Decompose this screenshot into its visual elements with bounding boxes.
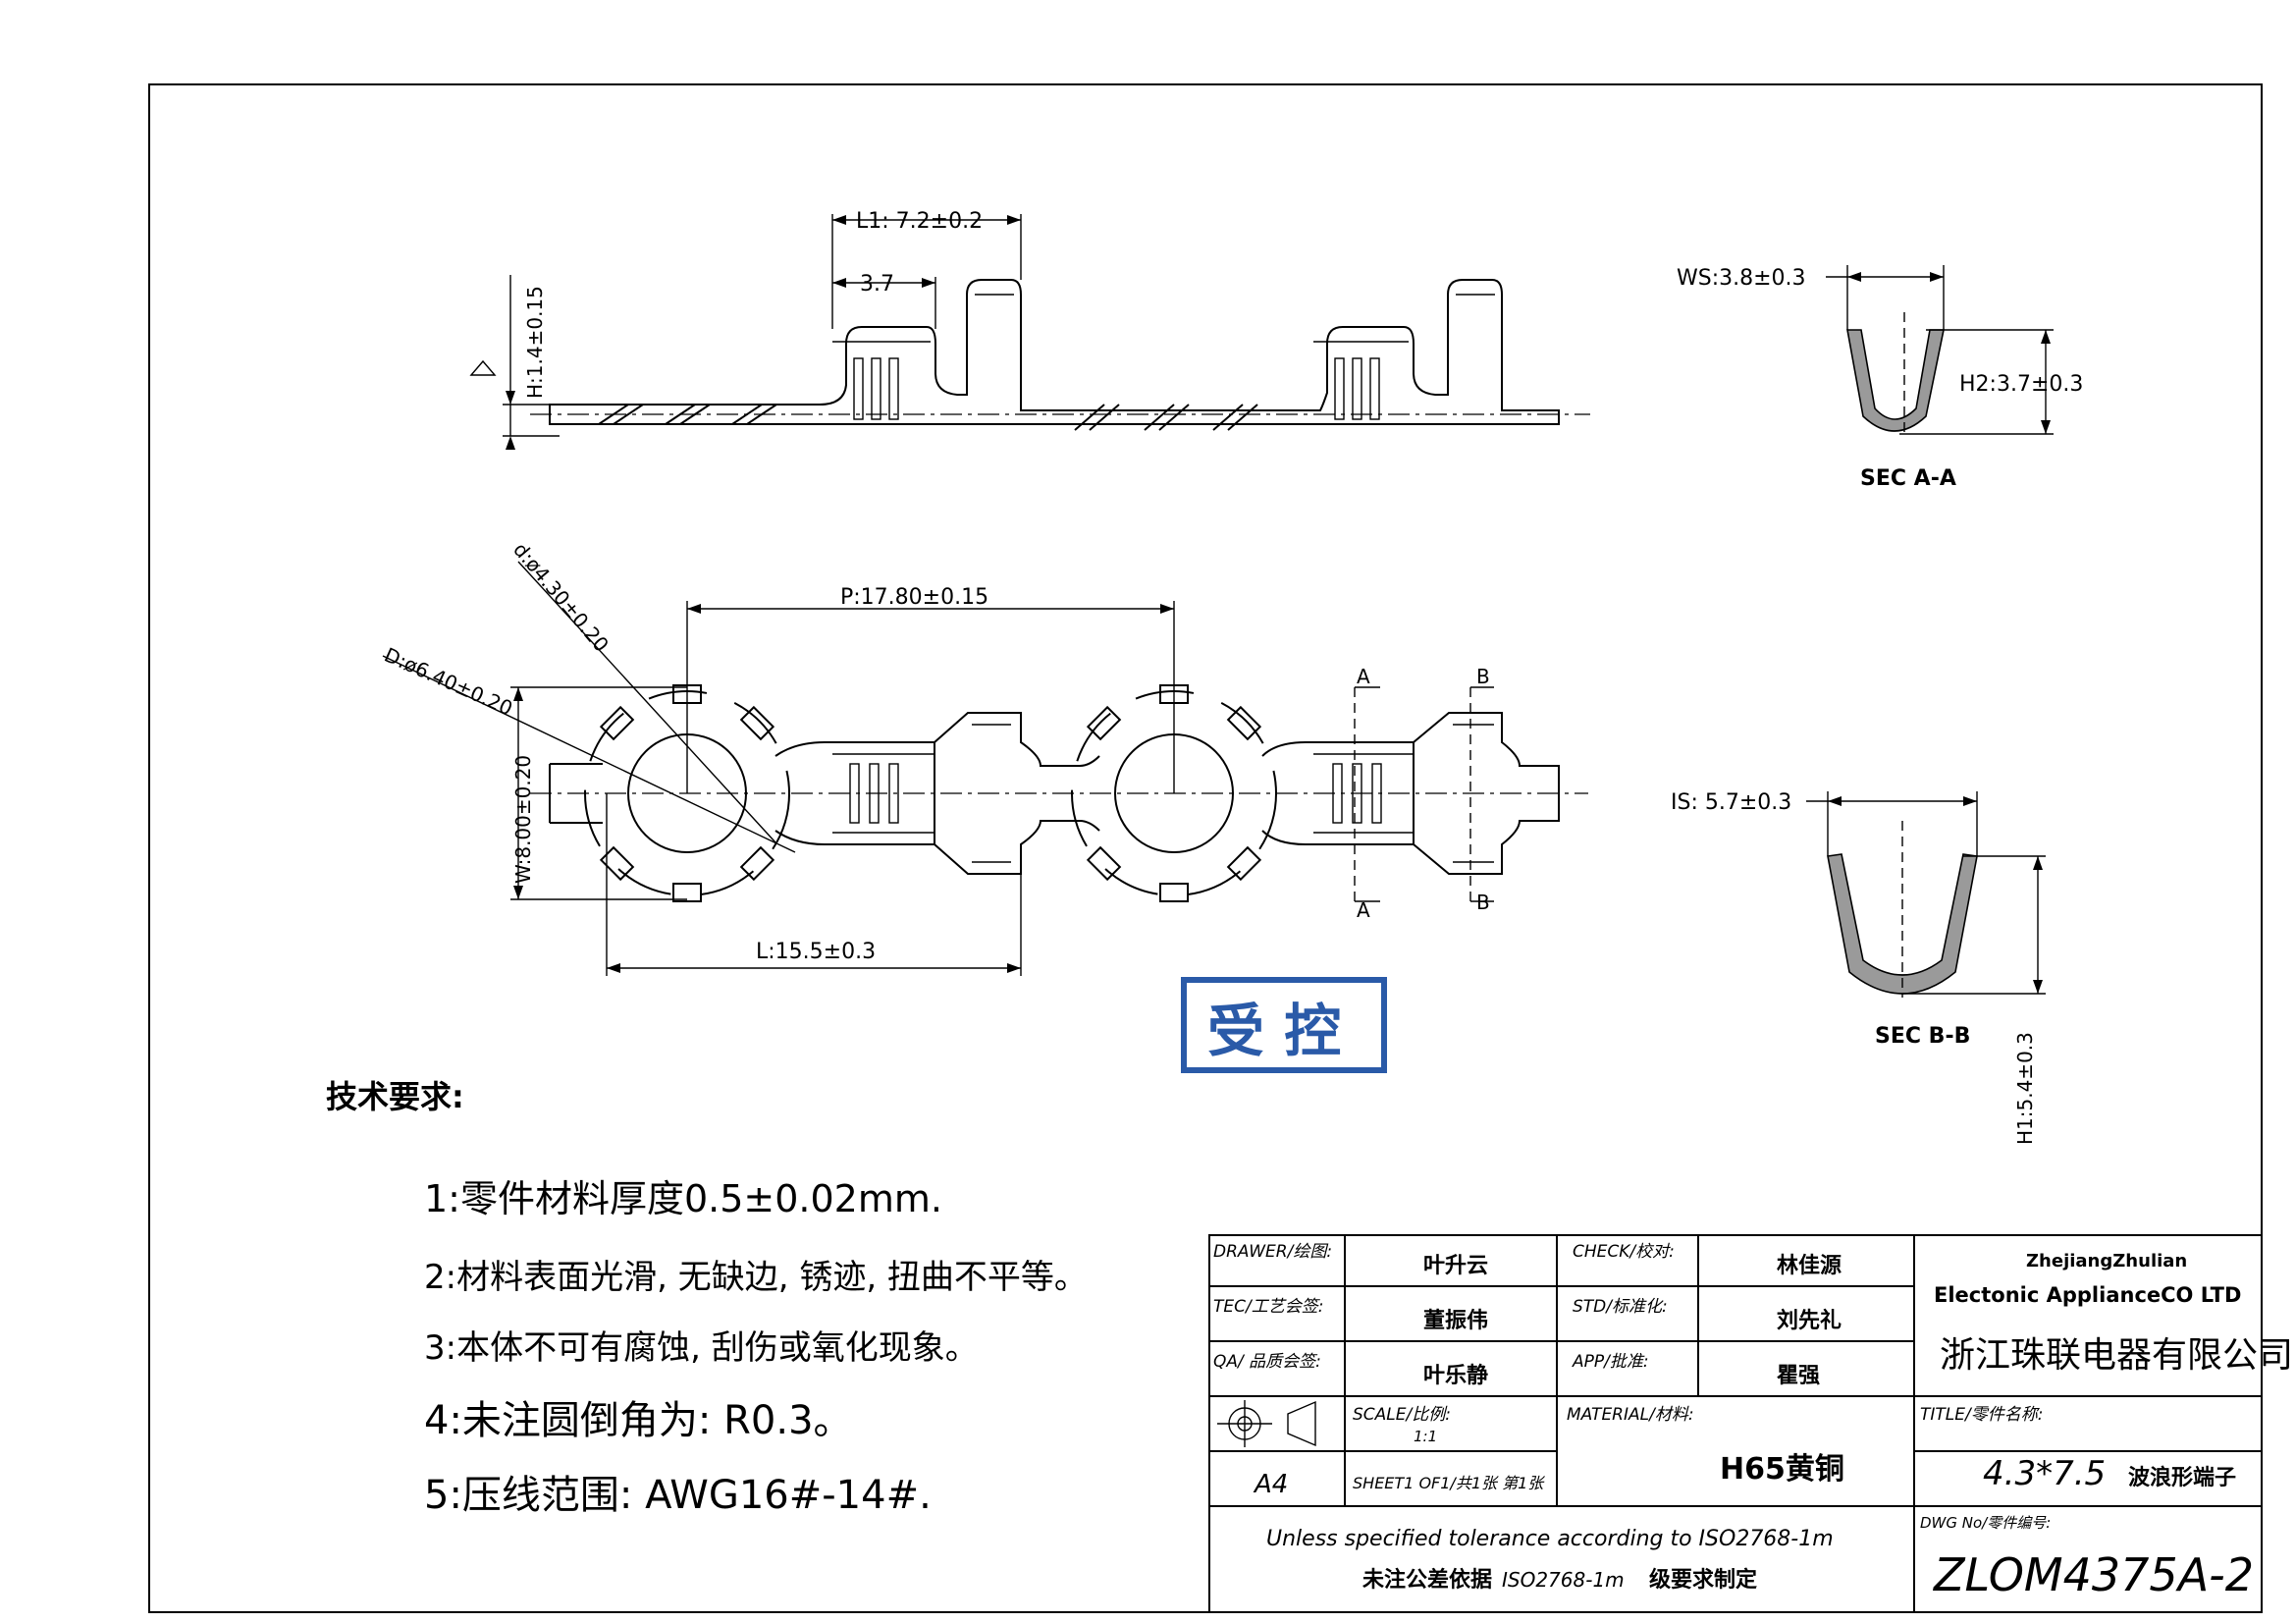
cut-label-a-top: A — [1357, 665, 1370, 688]
tolerance-cn-b: ISO2768-1m — [1502, 1568, 1625, 1592]
label-dwg: DWG No/零件编号: — [1920, 1514, 2051, 1532]
company-en-2: Electonic ApplianceCO LTD — [1934, 1283, 2241, 1307]
value-tec: 董振伟 — [1423, 1309, 1488, 1333]
label-tec: TEC/工艺会签: — [1213, 1297, 1323, 1317]
title-block — [1208, 1234, 2263, 1613]
dim-d-small: d:ø4.30±0.20 — [508, 538, 614, 657]
label-material: MATERIAL/材料: — [1567, 1405, 1694, 1425]
value-check: 林佳源 — [1777, 1254, 1842, 1278]
sheet-border — [148, 83, 2263, 1613]
section-bb: IS: 5.7±0.3 H1:5.4±0.3 SEC B-B — [1671, 790, 2046, 1145]
value-qa: 叶乐静 — [1423, 1363, 1488, 1388]
value-dwg: ZLOM4375A-2 — [1932, 1548, 2254, 1601]
value-title-suffix: 波浪形端子 — [2128, 1465, 2236, 1490]
label-title: TITLE/零件名称: — [1920, 1405, 2043, 1425]
dim-d-big: D:ø6.40±0.20 — [381, 643, 516, 721]
label-qa: QA/ 品质会签: — [1213, 1352, 1321, 1372]
section-aa: WS:3.8±0.3 H2:3.7±0.3 SEC A-A — [1677, 265, 2083, 491]
tolerance-cn-a: 未注公差依据 — [1362, 1567, 1492, 1593]
controlled-stamp: 受 控 — [1181, 977, 1387, 1073]
cut-label-b-top: B — [1476, 665, 1490, 688]
dim-h2: H2:3.7±0.3 — [1959, 372, 2083, 397]
value-drawer: 叶升云 — [1423, 1254, 1488, 1278]
tolerance-cn-c: 级要求制定 — [1649, 1567, 1757, 1593]
requirement-item: 4:未注圆倒角为: R0.3。 — [424, 1398, 853, 1443]
dim-h1: H1:5.4±0.3 — [2013, 1032, 2037, 1145]
dim-is: IS: 5.7±0.3 — [1671, 790, 1791, 815]
value-std: 刘先礼 — [1777, 1308, 1842, 1333]
value-title: 4.3*7.5 — [1983, 1454, 2106, 1493]
label-std: STD/标准化: — [1573, 1297, 1668, 1317]
requirements-heading: 技术要求: — [326, 1078, 464, 1115]
label-scale: SCALE/比例: — [1353, 1405, 1451, 1425]
dim-l1: L1: 7.2±0.2 — [856, 209, 983, 234]
requirement-item: 5:压线范围: AWG16#-14#. — [424, 1473, 932, 1518]
stamp-text: 受 控 — [1207, 998, 1341, 1064]
value-material: H65黄铜 — [1720, 1452, 1844, 1487]
value-scale: 1:1 — [1414, 1428, 1437, 1445]
cut-label-b-bottom: B — [1476, 891, 1490, 914]
dim-3-7: 3.7 — [860, 272, 894, 297]
side-view: L1: 7.2±0.2 3.7 H:1.4±0.15 — [469, 209, 1590, 450]
dim-l: L:15.5±0.3 — [756, 940, 876, 964]
value-sheet: SHEET1 OF1/共1张 第1张 — [1353, 1474, 1545, 1492]
requirement-item: 2:材料表面光滑, 无缺边, 锈迹, 扭曲不平等。 — [424, 1258, 1088, 1297]
requirement-item: 3:本体不可有腐蚀, 刮伤或氧化现象。 — [424, 1328, 979, 1368]
tolerance-en: Unless specified tolerance according to … — [1266, 1527, 1834, 1551]
label-check: CHECK/校对: — [1573, 1242, 1675, 1262]
surface-symbol-icon — [469, 359, 497, 376]
dim-ws: WS:3.8±0.3 — [1677, 266, 1806, 291]
top-view: A A B B P:17.80±0.15 d:ø4.30±0.20 D:ø6.4… — [381, 538, 1588, 976]
label-app: APP/批准: — [1572, 1352, 1649, 1372]
label-drawer: DRAWER/绘图: — [1213, 1242, 1332, 1262]
value-app: 瞿强 — [1777, 1364, 1820, 1388]
dim-h: H:1.4±0.15 — [523, 286, 547, 399]
dim-p: P:17.80±0.15 — [840, 585, 988, 610]
requirement-item: 1:零件材料厚度0.5±0.02mm. — [424, 1177, 942, 1220]
projection-symbol-icon — [1217, 1400, 1316, 1447]
dim-w: W:8.00±0.20 — [511, 755, 535, 884]
label-sec-bb: SEC B-B — [1875, 1024, 1970, 1049]
value-paper: A4 — [1253, 1470, 1288, 1499]
company-en-1: ZhejiangZhulian — [2026, 1251, 2187, 1271]
label-sec-aa: SEC A-A — [1860, 466, 1956, 491]
cut-label-a-bottom: A — [1357, 898, 1370, 922]
company-cn: 浙江珠联电器有限公司 — [1940, 1335, 2293, 1376]
